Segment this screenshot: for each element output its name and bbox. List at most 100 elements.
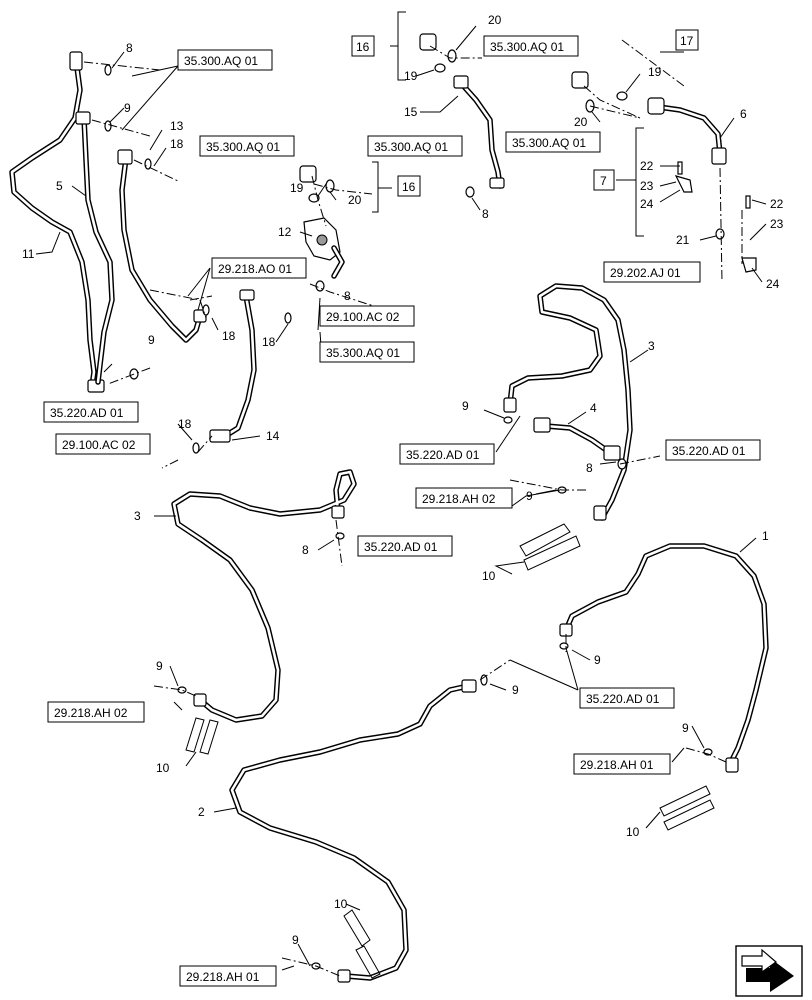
callout-9-g: 9 [512, 683, 519, 697]
fitting-4-left [533, 417, 551, 433]
callout-15: 15 [404, 105, 418, 119]
callout-9-d: 9 [526, 489, 533, 503]
fitting-6-bottom [711, 147, 727, 165]
oring-9-top [104, 120, 112, 132]
callout-19-c: 19 [648, 65, 662, 79]
ref-35220-e: 35.220.AD 01 [586, 692, 660, 706]
fitting-14-top [239, 289, 255, 301]
callout-10-c: 10 [626, 825, 640, 839]
callout-20-c: 20 [574, 115, 588, 129]
ref-35220-d: 35.220.AD 01 [364, 540, 438, 554]
callout-2: 2 [198, 805, 205, 819]
hose-5 [75, 111, 115, 385]
ref-35300-b: 35.300.AQ 01 [206, 140, 280, 154]
ref-35220-b: 35.220.AD 01 [406, 448, 480, 462]
hose-11 [9, 51, 105, 393]
callout-18-a: 18 [170, 137, 184, 151]
hose-3-middle [171, 469, 357, 723]
ref-29218ao: 29.218.AO 01 [218, 262, 292, 276]
leader-lines [35, 25, 767, 971]
oring-8-top [104, 64, 112, 76]
hose-15 [453, 75, 505, 189]
oring-9-right [503, 416, 513, 424]
tie-straps [185, 523, 715, 979]
next-page-arrow-icon[interactable] [735, 945, 803, 997]
ref-29202: 29.202.AJ 01 [610, 266, 681, 280]
oring-9-lower [177, 686, 187, 694]
callout-3-b: 3 [134, 509, 141, 523]
callout-11: 11 [22, 247, 35, 261]
fitting-3-middle-end [331, 505, 345, 519]
callout-10-a: 10 [482, 569, 496, 583]
callout-9-e: 9 [156, 659, 163, 673]
ref-29218ah02-b: 29.218.AH 02 [54, 706, 128, 720]
fitting-3-right-end [503, 397, 517, 413]
boxed-callouts: 16 16 17 7 [351, 29, 699, 197]
ref-35220-c: 35.220.AD 01 [672, 444, 746, 458]
callout-8-d: 8 [586, 461, 593, 475]
callout-9-h: 9 [682, 721, 689, 735]
ref-29100-a: 29.100.AC 02 [326, 310, 400, 324]
callout-8-c: 8 [482, 207, 489, 221]
fitting-4-right [603, 445, 621, 461]
hose-13 [117, 149, 207, 343]
oring-18-b [284, 312, 292, 324]
fitting-13-top [117, 149, 133, 165]
clip-21 [715, 228, 725, 240]
callout-8-b: 8 [344, 289, 351, 303]
ref-29218ah01-a: 29.218.AH 01 [580, 758, 654, 772]
dash-lines [83, 39, 743, 977]
callout-1: 1 [762, 529, 769, 543]
fitting-6-top [647, 97, 665, 115]
oring-9-hose1 [559, 642, 569, 650]
oring-18-top [144, 158, 152, 170]
callout-16-b: 16 [402, 180, 416, 194]
hose-3-right [503, 283, 633, 521]
callout-22-b: 22 [770, 197, 784, 211]
callout-22-a: 22 [640, 159, 654, 173]
callout-9-a: 9 [124, 101, 131, 115]
cap-17 [571, 71, 589, 89]
callout-9-i: 9 [292, 933, 299, 947]
ref-35300-c: 35.300.AQ 01 [374, 140, 448, 154]
hose-4 [533, 417, 621, 461]
callout-14: 14 [266, 429, 280, 443]
ref-29100-b: 29.100.AC 02 [62, 438, 136, 452]
part-numbers: 8 9 13 18 5 11 9 18 18 8 18 14 12 19 20 … [22, 13, 784, 947]
oring-20-top [447, 49, 457, 63]
fitting-15-bottom [489, 177, 505, 189]
callout-23-a: 23 [640, 179, 654, 193]
small-parts [104, 33, 757, 970]
hose-2 [229, 679, 477, 983]
callout-10-b: 10 [156, 761, 170, 775]
hose-14 [209, 289, 257, 443]
callout-19-a: 19 [290, 181, 304, 195]
clamp-23-left [674, 175, 693, 193]
oring-8-lower [335, 532, 345, 540]
reference-labels: 35.300.AQ 01 35.300.AQ 01 35.300.AQ 01 3… [43, 35, 761, 987]
ref-35300-d: 35.300.AQ 01 [490, 40, 564, 54]
callout-8-a: 8 [126, 41, 133, 55]
fitting-5-top [75, 111, 91, 125]
oring-18-a [202, 304, 210, 316]
callout-7: 7 [600, 174, 607, 188]
cap-16-top [419, 33, 437, 51]
callout-12: 12 [278, 225, 292, 239]
callout-4: 4 [590, 401, 597, 415]
callout-6: 6 [740, 107, 747, 121]
callout-24-b: 24 [766, 277, 780, 291]
callout-10-d: 10 [334, 897, 348, 911]
callout-5: 5 [56, 179, 63, 193]
cap-16-mid [299, 165, 317, 183]
bolt-22-right [745, 195, 751, 209]
fitting-2-end [461, 679, 477, 693]
callout-20-a: 20 [348, 193, 362, 207]
oring-20-mid [325, 179, 335, 193]
callout-9-c: 9 [462, 399, 469, 413]
fitting-12 [303, 217, 345, 279]
hose-6 [647, 97, 727, 165]
fitting-15-top [453, 75, 469, 89]
callout-24-a: 24 [640, 197, 654, 211]
callout-8-e: 8 [302, 543, 309, 557]
